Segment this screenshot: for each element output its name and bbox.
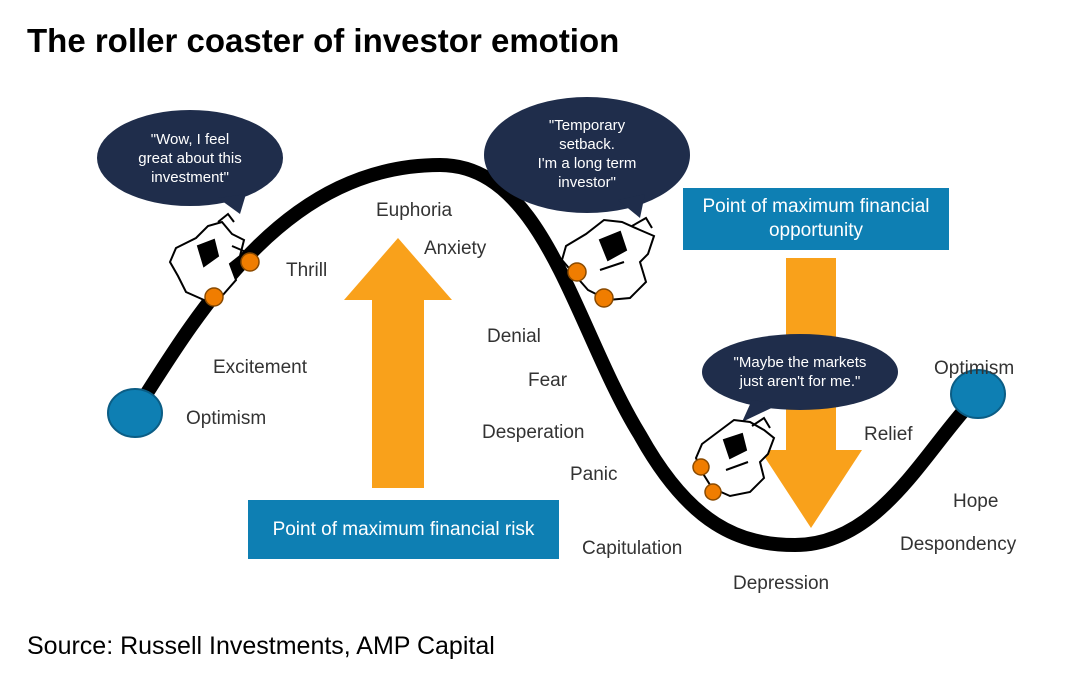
rider-seat	[567, 262, 587, 282]
stage-label-optimism-end: Optimism	[934, 358, 1015, 379]
page-title: The roller coaster of investor emotion	[27, 22, 620, 59]
rider-seat	[704, 483, 722, 501]
max-opportunity-box: Point of maximum financial opportunity	[683, 188, 949, 250]
bubble-text-setback: "Temporary setback. I'm a long term inve…	[537, 117, 637, 191]
stage-label-fear: Fear	[528, 370, 568, 391]
rising-risk-arrow	[344, 238, 452, 488]
stage-label-optimism-start: Optimism	[186, 408, 267, 429]
bubble-text-wow: "Wow, I feel great about this investment…	[138, 131, 242, 186]
stage-label-euphoria: Euphoria	[376, 200, 453, 221]
rider-seat	[240, 252, 260, 272]
investor-figure-icon	[168, 212, 247, 302]
investor-figure-icon	[560, 216, 656, 302]
speech-bubble-wow	[97, 110, 283, 214]
start-endpoint	[107, 388, 163, 438]
rider-seat	[692, 458, 710, 476]
stage-label-relief: Relief	[864, 424, 913, 445]
rider-seat	[204, 287, 224, 307]
stage-label-hope: Hope	[953, 491, 999, 512]
stage-label-denial: Denial	[487, 326, 541, 347]
stage-label-depression: Depression	[733, 573, 830, 594]
stage-label-excitement: Excitement	[213, 357, 307, 378]
bubble-text-maybe: "Maybe the markets just aren't for me."	[733, 354, 867, 390]
source-note: Source: Russell Investments, AMP Capital	[27, 632, 495, 660]
coaster-track	[128, 157, 982, 553]
stage-label-desperation: Desperation	[482, 422, 585, 443]
stage-label-panic: Panic	[570, 464, 618, 485]
investor-figure-icon	[694, 416, 776, 498]
rider-seat	[594, 288, 614, 308]
max-risk-box: Point of maximum financial risk	[248, 500, 559, 559]
speech-bubble-maybe	[702, 334, 898, 422]
speech-bubble-setback	[484, 97, 690, 218]
end-endpoint	[950, 369, 1006, 419]
stage-label-despondency: Despondency	[900, 534, 1017, 555]
stage-label-thrill: Thrill	[286, 260, 328, 281]
stage-label-anxiety: Anxiety	[424, 238, 487, 259]
stage-label-capitulation: Capitulation	[582, 538, 683, 559]
